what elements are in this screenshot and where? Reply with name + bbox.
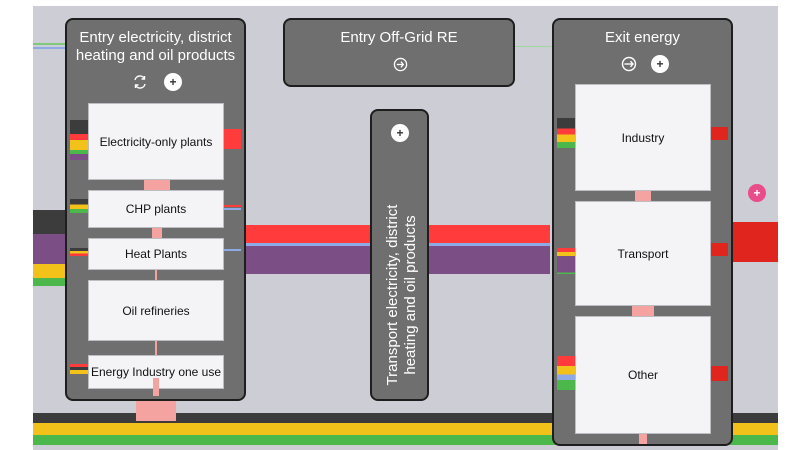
output-chp-heat xyxy=(224,208,241,210)
exit-connector-1 xyxy=(635,191,651,201)
input-marks-electricity-only xyxy=(70,120,88,160)
flow-bottom-coal xyxy=(33,413,778,423)
exit-input-marks-transport xyxy=(557,248,575,274)
exit-icon[interactable] xyxy=(619,54,639,74)
entry-icon[interactable] xyxy=(391,55,409,73)
other-node[interactable]: Other xyxy=(575,316,711,434)
add-node-button-entry[interactable]: + xyxy=(164,73,182,91)
input-marks-heat xyxy=(70,248,88,256)
entry-electricity-title-line1: Entry electricity, district xyxy=(79,29,232,46)
connector-entry-bottom xyxy=(136,401,176,421)
add-panel-button[interactable]: + xyxy=(748,184,766,202)
input-marks-own-use xyxy=(70,364,88,374)
exit-connector-2 xyxy=(632,306,654,316)
heat-plants-node[interactable]: Heat Plants xyxy=(88,238,224,270)
output-electricity-only xyxy=(224,129,241,149)
connector-entry-bottom-thin xyxy=(153,378,159,396)
output-chp-electricity xyxy=(224,205,241,207)
flow-exit-electricity xyxy=(733,222,778,262)
transport-title-line2: heating and oil products xyxy=(402,215,419,375)
transport-node[interactable]: Transport xyxy=(575,201,711,306)
flow-left-renewables xyxy=(33,278,67,286)
transport-title: Transport electricity, district heating … xyxy=(384,170,420,420)
electricity-only-plants-node[interactable]: Electricity-only plants xyxy=(88,103,224,180)
connector-2 xyxy=(152,228,162,238)
flow-left-oil xyxy=(33,234,67,264)
add-node-button-exit[interactable]: + xyxy=(651,55,669,73)
connector-4 xyxy=(155,341,157,355)
flow-line-left-green xyxy=(33,43,67,45)
flow-left-coal xyxy=(33,210,67,234)
chp-plants-node[interactable]: CHP plants xyxy=(88,190,224,228)
flow-left-gas xyxy=(33,264,67,278)
exit-input-marks-industry xyxy=(557,118,575,148)
transport-panel[interactable]: + Transport electricity, district heatin… xyxy=(370,109,429,401)
exit-energy-title: Exit energy xyxy=(604,29,681,46)
entry-offgrid-title: Entry Off-Grid RE xyxy=(340,29,458,46)
entry-offgrid-panel[interactable]: Entry Off-Grid RE xyxy=(283,18,515,87)
input-marks-chp xyxy=(70,199,88,213)
connector-1 xyxy=(144,180,170,190)
entry-electricity-title-line2: heating and oil products xyxy=(75,47,236,64)
oil-refineries-node[interactable]: Oil refineries xyxy=(88,280,224,341)
exit-output-transport xyxy=(711,243,728,256)
transport-title-line1: Transport electricity, district xyxy=(384,204,401,386)
flow-line-top-green xyxy=(513,46,588,47)
exit-connector-3 xyxy=(639,434,647,444)
industry-node[interactable]: Industry xyxy=(575,84,711,191)
exit-output-other xyxy=(711,366,728,381)
sankey-canvas[interactable]: Entry electricity, district heating and … xyxy=(33,6,778,450)
exit-input-marks-other xyxy=(557,356,575,390)
flow-bottom-renewables xyxy=(33,435,778,445)
refresh-icon[interactable] xyxy=(130,72,150,92)
entry-electricity-panel[interactable]: Entry electricity, district heating and … xyxy=(65,18,246,401)
connector-3 xyxy=(155,270,157,280)
add-node-button-transport[interactable]: + xyxy=(391,124,409,142)
exit-output-industry xyxy=(711,127,728,140)
exit-energy-panel[interactable]: Exit energy + Industry Transport Other xyxy=(552,18,733,446)
entry-electricity-title: Entry electricity, district heating and … xyxy=(67,29,244,65)
output-heat-plants xyxy=(224,249,241,251)
flow-line-left-blue xyxy=(33,47,67,49)
